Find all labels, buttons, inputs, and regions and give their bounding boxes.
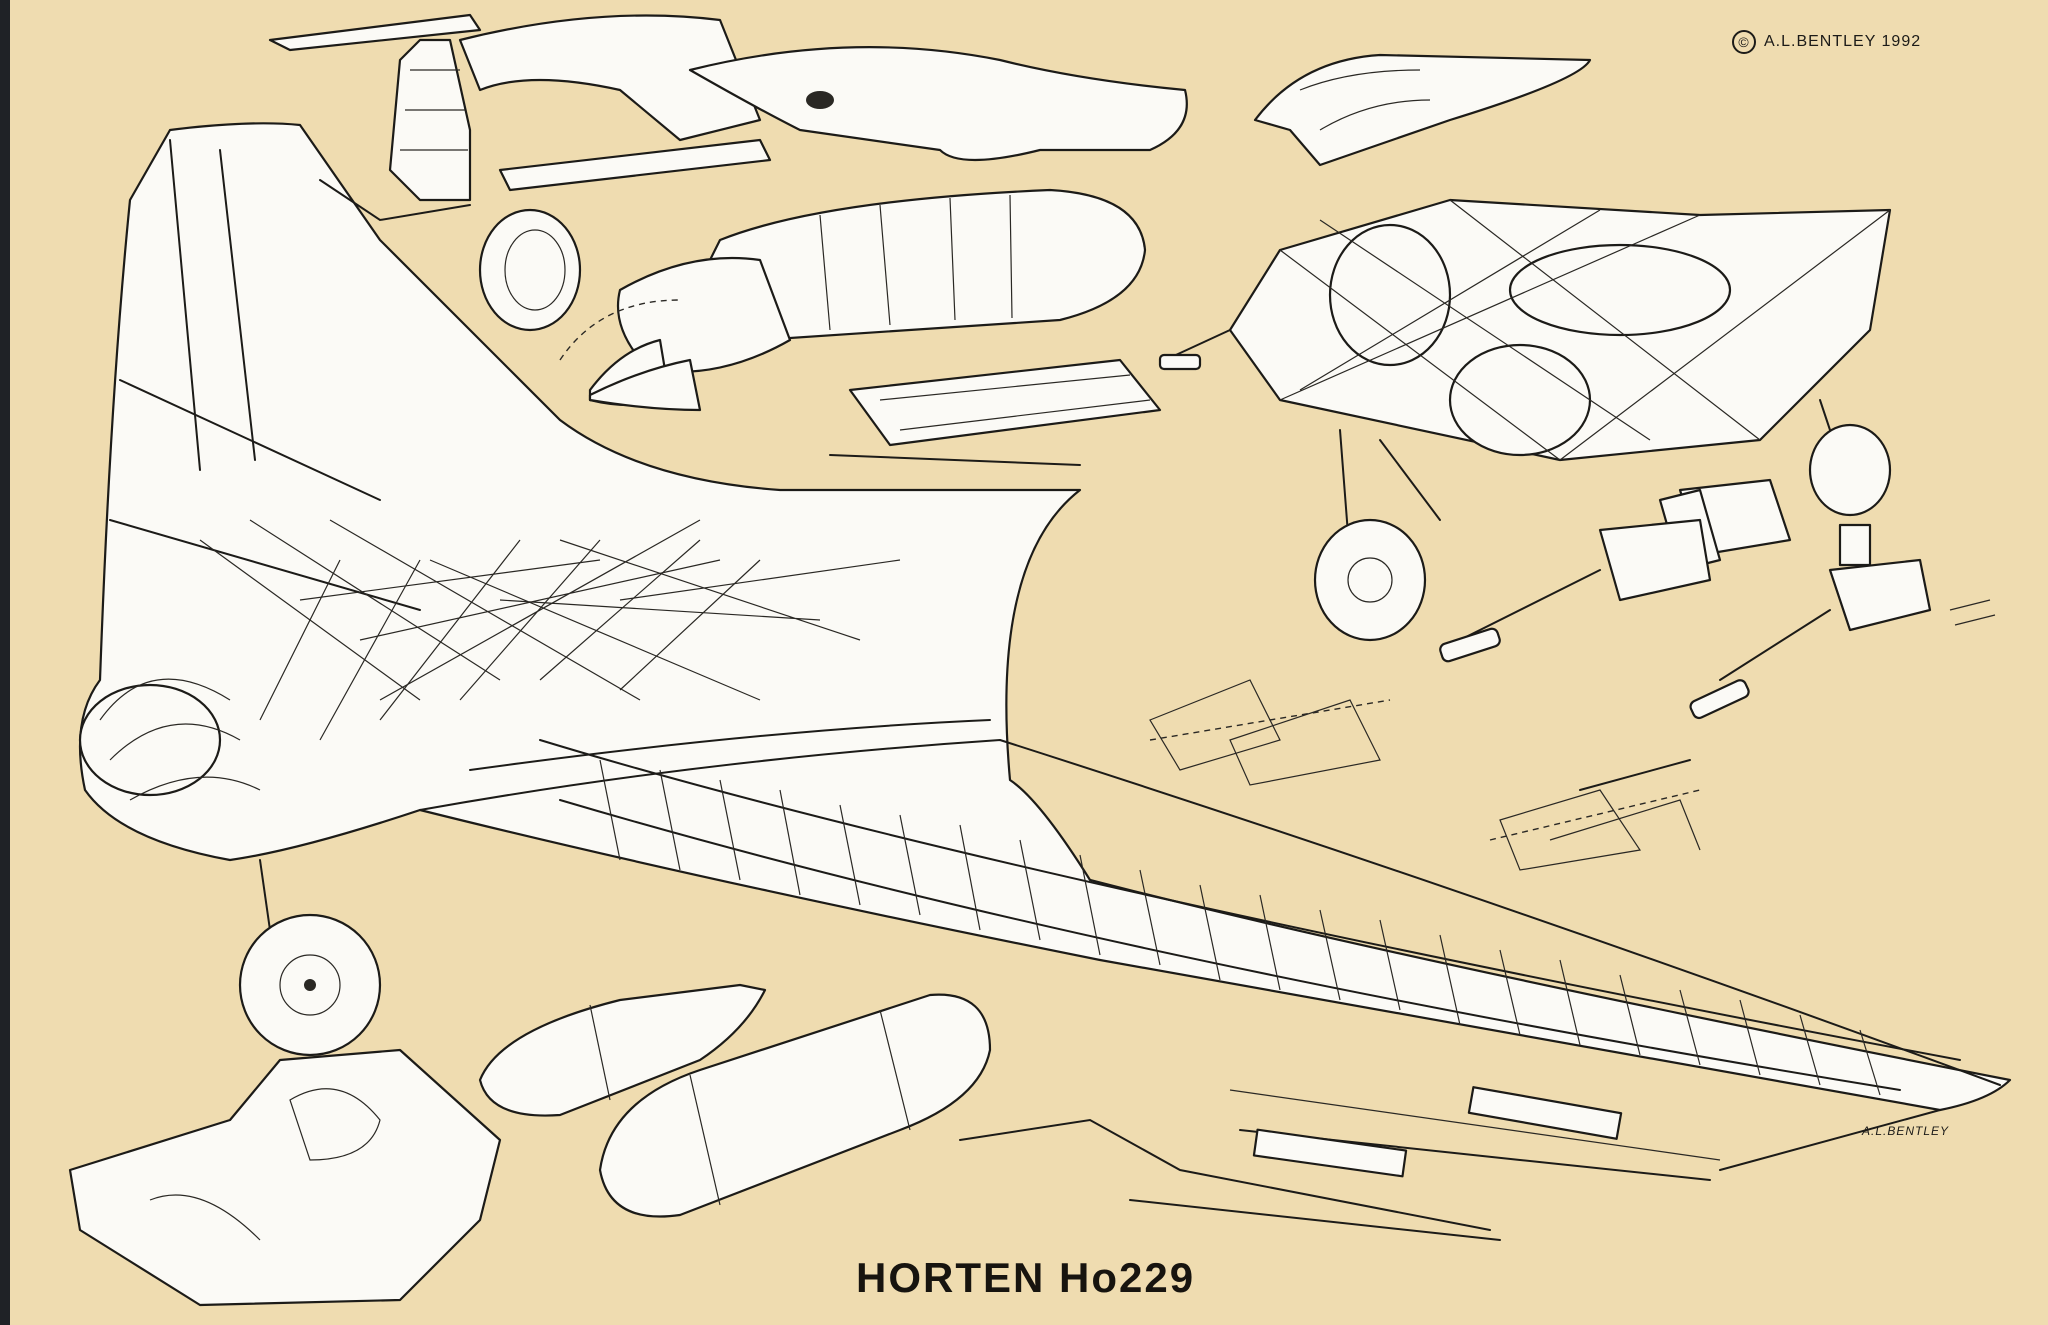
main-landing-gear: gear wheel [1313,399,1892,642]
engine-intake-cowling [68,1048,502,1307]
cockpit-canopy: canopy [1253,53,1592,167]
poster-title: HORTEN Ho229 [856,1254,1196,1301]
engine-ring [478,208,582,332]
artist-signature: A.L.BENTLEY [1862,1124,1950,1138]
copyright-symbol: © [1732,30,1756,54]
drop-tank-large [598,993,992,1218]
ejection-seat: seat [319,38,472,222]
nose-cone: nose cone [588,358,702,412]
copyright-notice: © A.L.BENTLEY 1992 [1732,30,1921,54]
mk108-cannon-right [1689,523,1996,720]
mk108-cannon-left: cannon [1439,518,1712,663]
control-linkage-sketches [1149,679,1701,871]
engine-cover-panel [829,358,1162,466]
copyright-text: A.L.BENTLEY 1992 [1764,33,1922,50]
center-section-frame: frame [1158,198,1892,462]
upper-fuselage-panel [268,13,1188,192]
control-rod-assembly [959,1086,1941,1241]
main-wing-airframe [78,122,2012,1112]
drop-tank-small: drop tank [478,983,767,1117]
